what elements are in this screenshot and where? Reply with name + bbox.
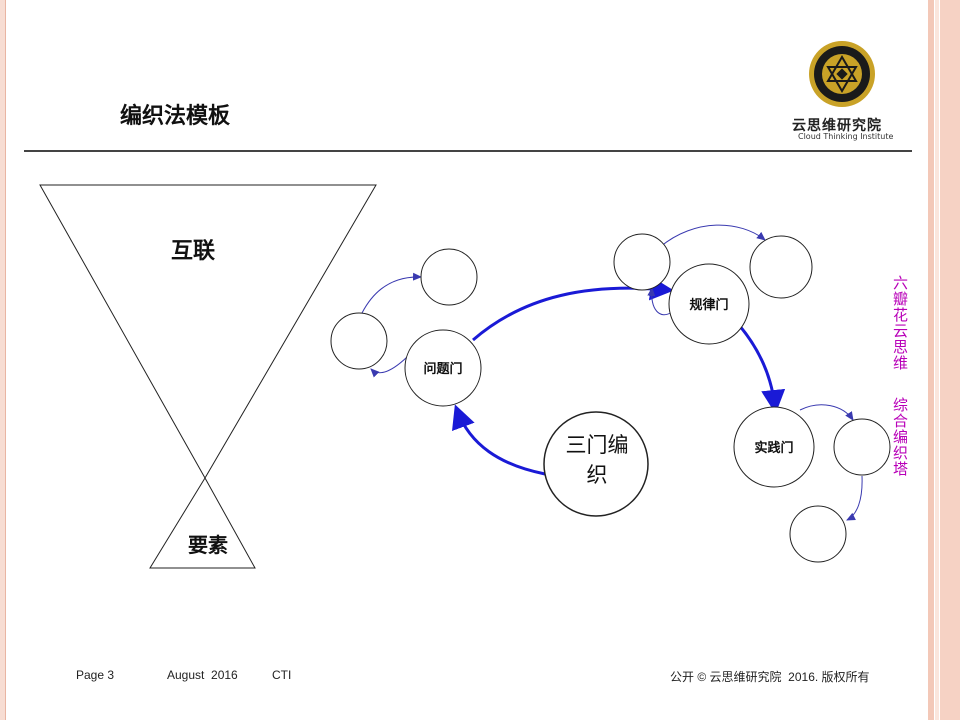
arrow-left-to-top xyxy=(361,272,422,314)
arrow-law-to-left xyxy=(647,287,673,316)
vertical-text-part1: 六瓣花云思维 xyxy=(891,275,909,371)
gate-question-label: 问题门 xyxy=(423,361,462,377)
vertical-text-part2: 综合编织塔 xyxy=(891,396,909,477)
center-node-circle xyxy=(543,411,649,517)
arrow-center-to-question xyxy=(452,404,546,476)
institute-logo-icon xyxy=(809,41,875,107)
vertical-side-text: 六瓣花云思维 综合编织塔 xyxy=(890,275,910,477)
gate-law-circle xyxy=(668,263,750,345)
center-node-line2: 织 xyxy=(587,463,608,487)
footer-copyright: 公开 © 云思维研究院 2016. 版权所有 xyxy=(670,670,870,684)
question-satellite-left xyxy=(330,312,388,370)
header-divider xyxy=(24,150,912,152)
slide-title: 编织法模板 xyxy=(120,104,231,129)
arrow-law-to-practice xyxy=(737,324,786,414)
logo-name: 云思维研究院 xyxy=(792,118,882,134)
gate-practice-circle xyxy=(733,406,815,488)
law-satellite-right xyxy=(749,235,813,299)
gate-practice-label: 实践门 xyxy=(754,440,793,456)
footer-date: August 2016 xyxy=(167,668,238,682)
funnel-small-triangle xyxy=(149,477,256,569)
arrow-question-to-law xyxy=(472,276,674,342)
law-satellite-left xyxy=(613,233,671,291)
practice-satellite-right xyxy=(833,418,891,476)
arrow-practice-to-right xyxy=(799,404,854,421)
footer-org: CTI xyxy=(272,668,292,682)
gate-question-circle xyxy=(404,329,482,407)
logo-subtitle: Cloud Thinking Institute xyxy=(798,132,894,141)
arrow-right-to-bottom xyxy=(846,475,863,521)
right-border-strip xyxy=(928,0,960,720)
gate-law-label: 规律门 xyxy=(689,297,728,313)
funnel-inverted-triangle xyxy=(39,184,377,480)
footer-page: Page 3 xyxy=(76,668,115,682)
center-node-line1: 三门编 xyxy=(566,433,629,457)
question-satellite-top xyxy=(420,248,478,306)
arrow-left-to-right-top xyxy=(659,224,766,248)
funnel-top-label: 互联 xyxy=(171,239,215,264)
left-border-strip xyxy=(0,0,6,720)
funnel-bottom-label: 要素 xyxy=(188,533,228,557)
practice-satellite-bottom xyxy=(789,505,847,563)
